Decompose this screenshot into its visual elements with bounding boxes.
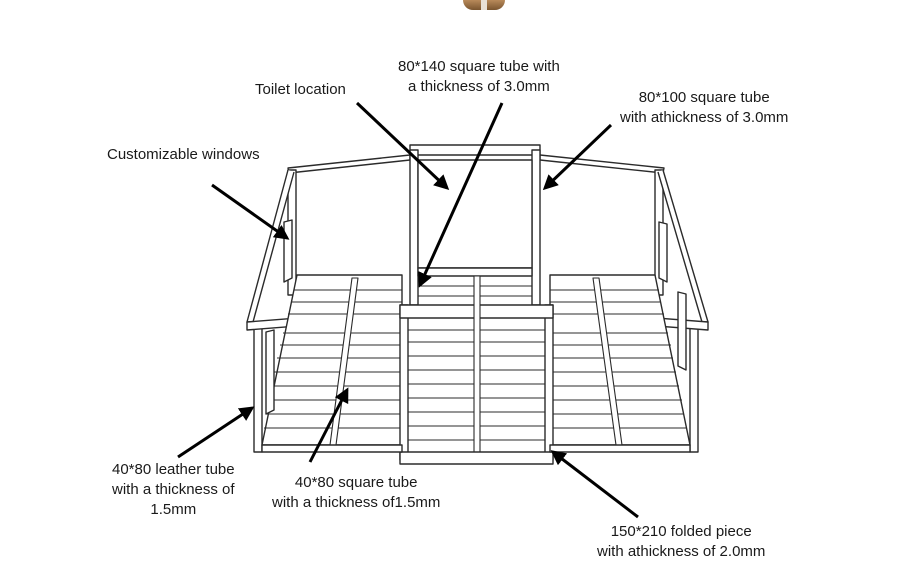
arrow-toilet [355,101,450,191]
label-80x140-square-tube: 80*140 square tube with a thickness of 3… [398,57,560,97]
label-square4080-line2: with a thickness of1.5mm [272,494,441,511]
label-customizable-windows: Customizable windows [107,145,260,165]
label-square4080-line1: 40*80 square tube [294,474,418,491]
label-tube100-line2: with athickness of 3.0mm [620,109,789,126]
label-toilet-text: Toilet location [255,81,346,98]
label-leather-line2: with a thickness of [112,481,235,498]
label-150x210-folded-piece: 150*210 folded piece with athickness of … [597,522,765,562]
label-tube100-line1: 80*100 square tube [638,89,770,106]
label-leather-line3: 1.5mm [150,501,197,518]
label-80x100-square-tube: 80*100 square tube with athickness of 3.… [620,88,788,128]
label-folded-line2: with athickness of 2.0mm [597,543,766,560]
label-40x80-leather-tube: 40*80 leather tube with a thickness of 1… [112,460,235,520]
label-toilet-location: Toilet location [255,80,346,100]
arrow-windows [211,183,290,240]
arrow-tube140 [418,102,504,288]
arrow-folded [550,450,639,519]
label-windows-text: Customizable windows [107,146,260,163]
arrow-leather [177,406,255,459]
label-40x80-square-tube: 40*80 square tube with a thickness of1.5… [272,473,440,513]
label-folded-line1: 150*210 folded piece [610,523,752,540]
frame-structure [246,144,709,465]
arrow-tube100 [542,123,613,191]
leader-arrows [177,101,639,519]
top-decor-knob [463,0,505,10]
label-tube140-line2: a thickness of 3.0mm [408,78,550,95]
label-tube140-line1: 80*140 square tube with [398,58,560,75]
arrow-square4080 [308,387,349,463]
label-leather-line1: 40*80 leather tube [112,461,235,478]
